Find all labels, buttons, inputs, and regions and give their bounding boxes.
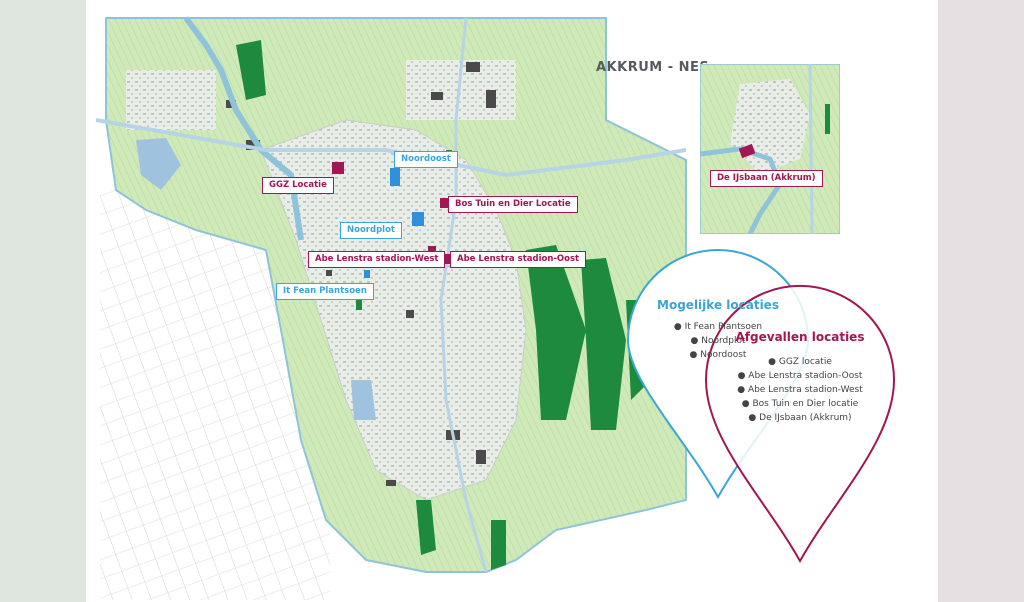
inset-map-akkrum bbox=[700, 64, 840, 234]
possible-locations-list: ● It Fean Plantsoen ● Noordplot ● Noordo… bbox=[632, 320, 804, 362]
canal bbox=[183, 16, 304, 241]
label-noordplot: Noordplot bbox=[340, 222, 402, 239]
highway-a32 bbox=[439, 17, 488, 573]
inset-title: AKKRUM - NES bbox=[596, 60, 710, 75]
water-bodies bbox=[136, 138, 376, 420]
right-blurred-margin bbox=[938, 0, 1024, 602]
label-ggz-locatie: GGZ Locatie bbox=[262, 177, 334, 194]
list-item: ● It Fean Plantsoen bbox=[673, 322, 763, 332]
rejected-locations-heading: Afgevallen locaties bbox=[735, 330, 865, 344]
list-item: ● Bos Tuin en Dier locatie bbox=[741, 399, 859, 409]
left-blurred-margin bbox=[0, 0, 86, 602]
list-item: ● Abe Lenstra stadion-West bbox=[737, 385, 863, 395]
label-noordoost: Noordoost bbox=[394, 151, 458, 168]
map-figure: Noordoost GGZ Locatie Bos Tuin en Dier L… bbox=[86, 0, 938, 602]
possible-locations-heading: Mogelijke locaties bbox=[657, 298, 779, 312]
list-item: ● De IJsbaan (Akkrum) bbox=[748, 413, 852, 423]
label-abe-lenstra-west: Abe Lenstra stadion-West bbox=[308, 251, 446, 268]
industrial-area-west bbox=[126, 70, 216, 130]
urban-area bbox=[260, 119, 527, 501]
list-item: ● Noordplot bbox=[690, 336, 746, 346]
list-item: ● GGZ locatie bbox=[768, 357, 832, 367]
list-item: ● Abe Lenstra stadion-Oost bbox=[737, 371, 863, 381]
label-it-fean-plantsoen: It Fean Plantsoen bbox=[276, 283, 374, 300]
list-item: ● Noordoost bbox=[689, 350, 747, 360]
label-bos-tuin-dier: Bos Tuin en Dier Locatie bbox=[448, 196, 578, 213]
label-abe-lenstra-oost: Abe Lenstra stadion-Oost bbox=[450, 251, 587, 268]
label-de-ijsbaan: De IJsbaan (Akkrum) bbox=[710, 170, 823, 187]
rejected-locations-list: ● GGZ locatie ● Abe Lenstra stadion-Oost… bbox=[706, 355, 894, 425]
